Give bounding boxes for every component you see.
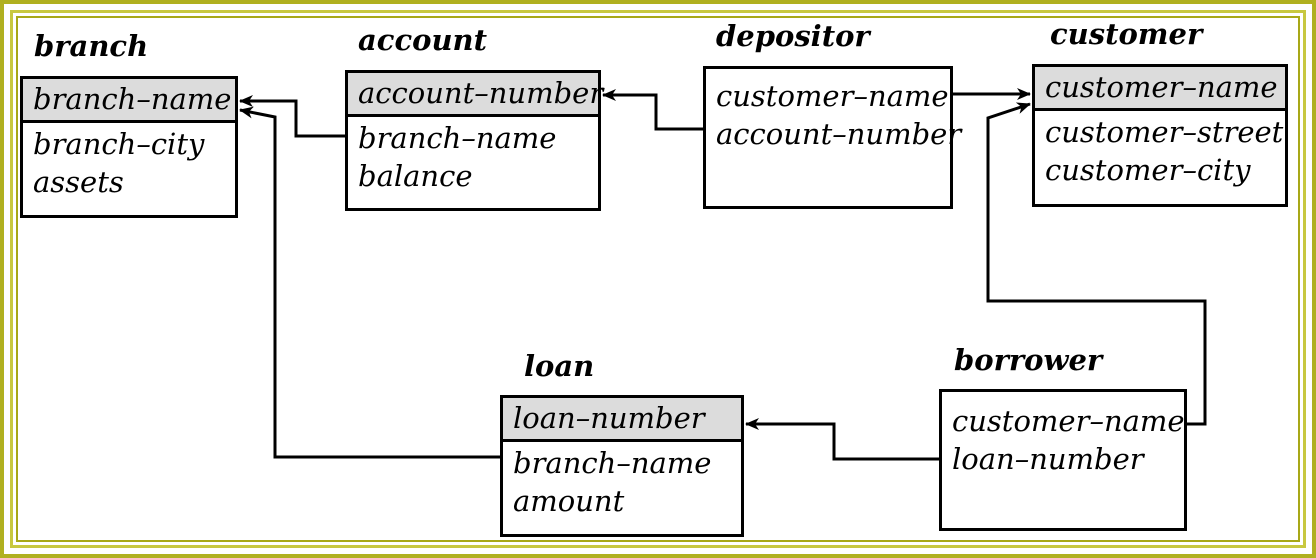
branch-key-branch-name: branch–name xyxy=(23,79,235,123)
frame-border-inner xyxy=(16,16,1300,542)
account-table: account–number branch–name balance xyxy=(345,70,603,211)
branch-title: branch xyxy=(34,29,149,63)
loan-attr-branch-name: branch–name xyxy=(513,446,712,480)
loan-table: loan–number branch–name amount xyxy=(500,395,744,537)
customer-title: customer xyxy=(1050,17,1203,51)
loan-title: loan xyxy=(524,349,595,383)
branch-attr-assets: assets xyxy=(33,165,124,199)
account-attr-balance: balance xyxy=(358,159,473,193)
customer-attr-customer-street: customer–street xyxy=(1045,115,1284,149)
borrower-table: customer–name loan–number xyxy=(939,389,1187,531)
branch-attr-branch-city: branch–city xyxy=(33,127,205,161)
account-title: account xyxy=(358,23,488,57)
borrower-title: borrower xyxy=(954,343,1103,377)
borrower-attr-loan-number: loan–number xyxy=(952,442,1144,476)
account-attr-branch-name: branch–name xyxy=(358,121,557,155)
borrower-attr-customer-name: customer–name xyxy=(952,404,1185,438)
branch-table: branch–name branch–city assets xyxy=(20,76,238,218)
customer-key-customer-name: customer–name xyxy=(1035,67,1285,111)
loan-attr-amount: amount xyxy=(513,484,625,518)
loan-key-loan-number: loan–number xyxy=(503,398,741,442)
depositor-title: depositor xyxy=(716,19,870,53)
account-key-account-number: account–number xyxy=(348,73,603,117)
customer-table: customer–name customer–street customer–c… xyxy=(1032,64,1288,207)
depositor-table: customer–name account–number xyxy=(703,66,962,209)
frame-border-middle xyxy=(10,10,1306,548)
depositor-attr-customer-name: customer–name xyxy=(716,79,949,113)
depositor-attr-account-number: account–number xyxy=(716,117,962,151)
customer-attr-customer-city: customer–city xyxy=(1045,153,1251,187)
